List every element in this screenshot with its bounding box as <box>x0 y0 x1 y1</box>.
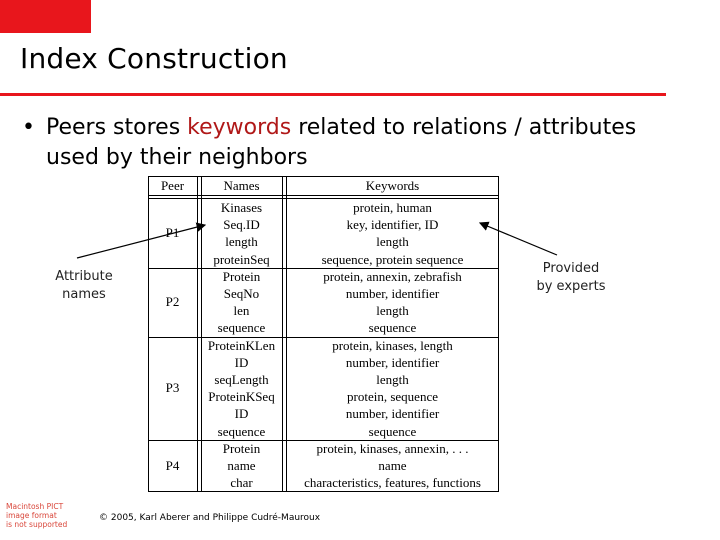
table-name-cell: sequence <box>217 320 266 336</box>
table-keyword-cell: number, identifier <box>345 406 440 422</box>
table-column-rule <box>286 176 287 492</box>
table-name-cell: sequence <box>217 423 266 439</box>
table-name-cell: name <box>227 458 256 473</box>
table-keyword-cell: sequence <box>368 423 417 439</box>
table-name-cell: Seq.ID <box>223 217 260 233</box>
table-name-cell: ProteinKLen <box>207 337 276 353</box>
table-name-cell: seqLength <box>214 372 269 387</box>
bullet-text-end: related to relations / attributes used b… <box>46 115 637 170</box>
placeholder-line: Macintosh PICT <box>6 502 64 511</box>
table-column-rule <box>197 176 198 492</box>
table-peer-id: P4 <box>165 457 180 473</box>
copyright-footer: © 2005, Karl Aberer and Philippe Cudré-M… <box>99 513 321 523</box>
table-keyword-cell: number, identifier <box>345 354 440 370</box>
unsupported-image-placeholder: Macintosh PICT image format is not suppo… <box>6 502 94 538</box>
table-keyword-cell: protein, human <box>353 200 432 215</box>
table-name-cell: SeqNo <box>223 286 260 301</box>
annotation-line: by experts <box>536 279 606 294</box>
table-keyword-cell: protein, kinases, length <box>332 337 453 353</box>
table-name-cell: char <box>230 475 253 491</box>
table-peer-id: P2 <box>165 294 180 310</box>
corner-accent-block <box>0 0 91 33</box>
placeholder-line: image format <box>6 511 57 520</box>
table-name-cell: proteinSeq <box>213 251 270 267</box>
annotation-line: Attribute <box>55 269 113 284</box>
table-keyword-cell: number, identifier <box>345 286 440 301</box>
table-peer-id: P3 <box>165 380 180 396</box>
table-header-peer: Peer <box>160 178 185 193</box>
annotation-line: Provided <box>542 261 600 276</box>
table-name-cell: ProteinKSeq <box>208 389 275 405</box>
table-keyword-cell: protein, sequence <box>347 389 438 405</box>
table-group-rule <box>148 267 499 269</box>
table-keyword-cell: name <box>378 458 407 473</box>
table-keyword-cell: length <box>376 372 409 387</box>
placeholder-line: is not supported <box>6 520 68 529</box>
table-group-rule <box>148 336 499 338</box>
table-keyword-cell: length <box>376 303 409 319</box>
table-name-cell: Protein <box>222 440 261 456</box>
annotation-attribute-names: Attribute names <box>44 268 124 304</box>
table-name-cell: ID <box>234 354 249 370</box>
table-group-rule <box>148 439 499 441</box>
table-keyword-cell: sequence <box>368 320 417 336</box>
bullet-text-start: Peers stores <box>46 115 188 140</box>
table-keyword-cell: characteristics, features, functions <box>304 475 481 491</box>
bullet-marker: • <box>22 115 35 140</box>
table-keyword-cell: key, identifier, ID <box>346 217 439 233</box>
table-header-rule <box>148 195 499 196</box>
bullet-text: Peers stores keywords related to relatio… <box>46 113 646 173</box>
table-keyword-cell: protein, annexin, zebrafish <box>323 268 462 284</box>
slide-title: Index Construction <box>20 42 288 75</box>
table-column-rule <box>282 176 283 492</box>
table-name-cell: Protein <box>222 268 261 284</box>
table-name-cell: Kinases <box>220 200 263 215</box>
bullet-keyword-highlight: keywords <box>187 115 292 140</box>
annotation-provided-by-experts: Provided by experts <box>528 260 614 296</box>
table-header-rule <box>148 198 499 199</box>
table-keyword-cell: protein, kinases, annexin, . . . <box>316 440 469 456</box>
title-underline <box>0 93 666 96</box>
table-header-keywords: Keywords <box>365 178 420 193</box>
table-name-cell: length <box>225 234 258 250</box>
table-name-cell: ID <box>234 406 249 422</box>
table-column-rule <box>201 176 202 492</box>
table-keyword-cell: sequence, protein sequence <box>321 251 464 267</box>
table-peer-id: P1 <box>165 225 180 241</box>
table-header-names: Names <box>223 178 260 193</box>
table-keyword-cell: length <box>376 234 409 250</box>
table-border <box>148 176 499 492</box>
table-name-cell: len <box>233 303 250 319</box>
annotation-line: names <box>62 287 106 302</box>
